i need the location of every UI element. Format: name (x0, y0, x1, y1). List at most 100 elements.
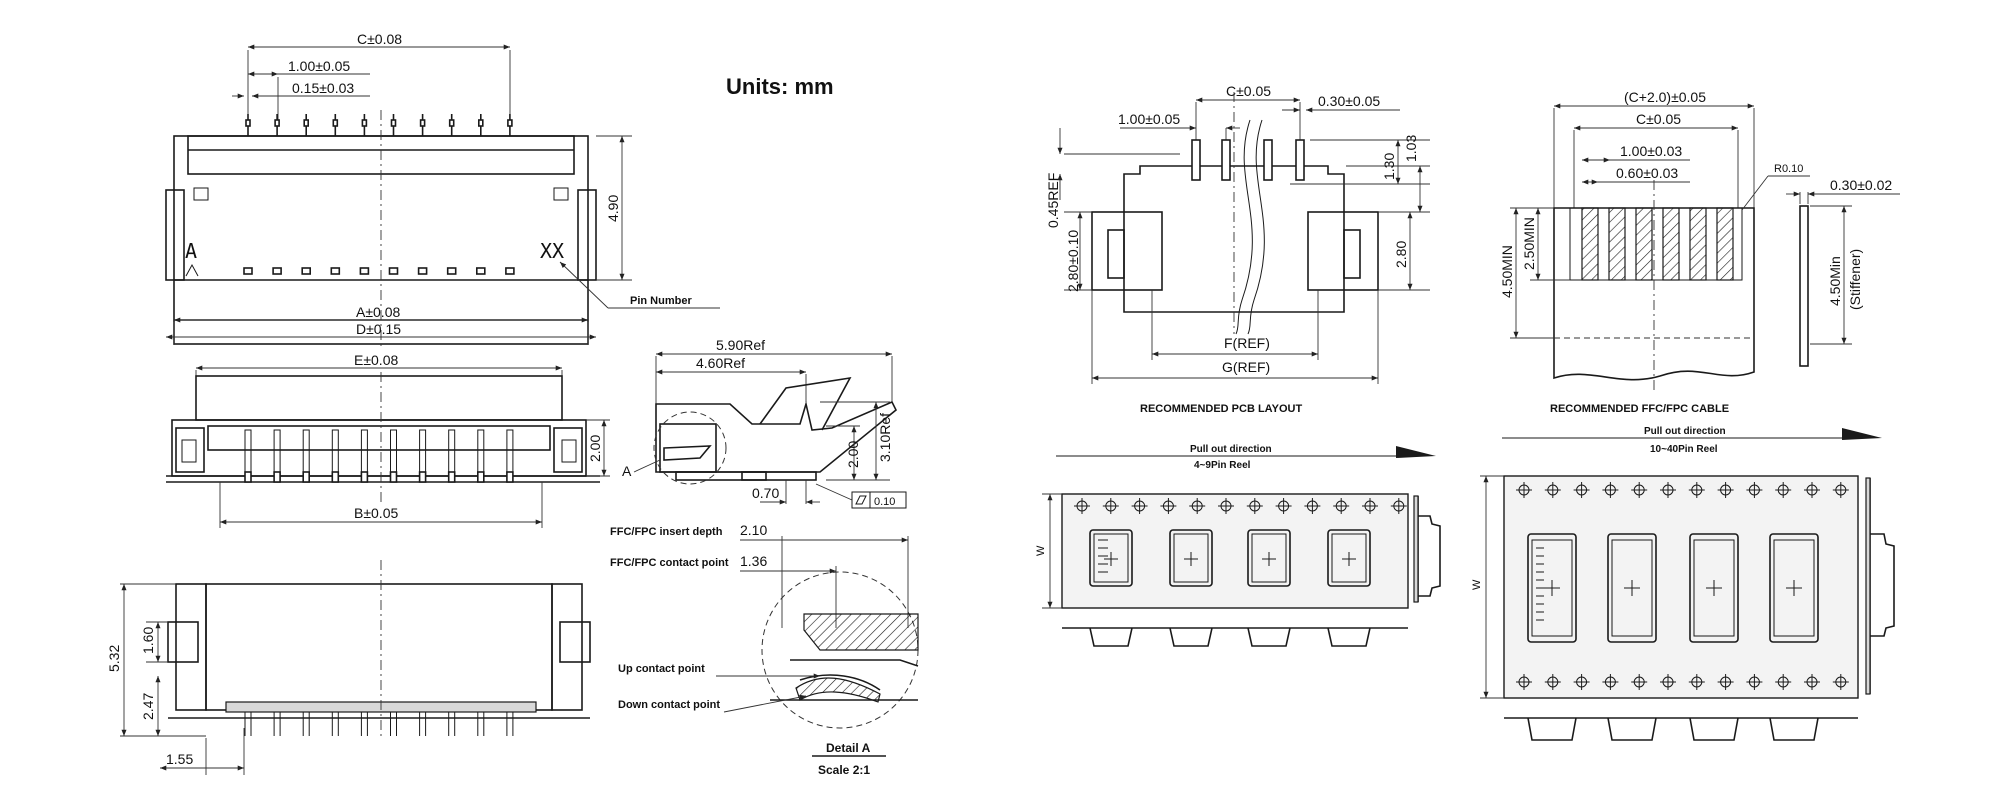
cable-stiffener-label: (Stiffener) (1847, 249, 1863, 310)
pin-tip (361, 119, 368, 127)
pin-slot (477, 429, 485, 475)
pocket-profile (1169, 627, 1213, 647)
contact-point-value: 1.36 (740, 553, 767, 569)
cable-dim-c: C±0.05 (1636, 111, 1681, 127)
pin-foot (273, 471, 281, 483)
pin-contact (330, 267, 341, 275)
component (1531, 539, 1573, 637)
reel-large-profile (1527, 717, 1819, 741)
pin-tip (507, 119, 513, 127)
pocket (1169, 529, 1213, 587)
ffc-cable: (C+2.0)±0.05 C±0.05 1.00±0.03 0.60±0.03 … (1499, 89, 1900, 415)
pin-contact (475, 267, 486, 275)
side-dim-overall: 5.90Ref (716, 337, 765, 353)
front-dim-pin-width: 0.15±0.03 (292, 80, 354, 96)
insert-depth-label: FFC/FPC insert depth (610, 526, 723, 538)
pcb-dim-pad-width: 0.30±0.05 (1318, 93, 1380, 109)
component (1173, 533, 1209, 583)
front-dim-c: C±0.08 (357, 31, 402, 47)
pin-foot (447, 471, 456, 483)
front-dim-height: 4.90 (605, 195, 621, 222)
reel-large-title: 10~40Pin Reel (1650, 444, 1718, 455)
pocket-profile (1327, 627, 1371, 647)
reel-large-width-label: W (1471, 579, 1483, 590)
pcb-layout: C±0.05 1.00±0.05 0.30±0.05 0.45REF 2.80±… (1045, 83, 1430, 415)
pin-last-label: XX (540, 239, 564, 263)
insert-depth-value: 2.10 (740, 522, 767, 538)
pcb-pads (1191, 139, 1305, 181)
pin-slot (273, 429, 281, 475)
down-contact-label: Down contact point (618, 699, 720, 711)
pin-slot (506, 429, 514, 475)
front-pins-bottom (243, 267, 515, 275)
cable-conductors (1581, 207, 1734, 281)
pin-slot (390, 429, 397, 475)
pin-contact (272, 267, 282, 275)
cable-dim-pitch: 1.00±0.03 (1620, 143, 1682, 159)
pin-slot (360, 429, 368, 475)
component (1331, 533, 1367, 583)
pin-tip (245, 119, 251, 127)
bottom-dim-foot: 1.55 (166, 751, 193, 767)
cable-dim-4-50: 4.50MIN (1499, 245, 1515, 298)
pin-slot (331, 429, 339, 475)
pocket-profile (1527, 717, 1577, 741)
pcb-pad (1263, 139, 1273, 181)
pcb-dim-1-30: 1.30 (1381, 153, 1397, 180)
pin-tip (419, 119, 426, 127)
detail-title: Detail A (826, 741, 871, 755)
pin-tip (274, 119, 280, 127)
reel-large-pockets (1527, 533, 1819, 643)
pin-foot (360, 471, 369, 483)
pocket (1769, 533, 1819, 643)
cable-conductor (1689, 207, 1707, 281)
reel-small-pockets (1089, 529, 1371, 587)
pin-foot (244, 471, 252, 483)
pcb-pad (1295, 139, 1305, 181)
top-view: E±0.08 2.00 B±0.05 (166, 352, 610, 528)
pocket-profile (1769, 717, 1819, 741)
pocket-profile (1247, 627, 1291, 647)
top-dim-e: E±0.08 (354, 352, 398, 368)
pcb-dim-pitch: 1.00±0.05 (1118, 111, 1180, 127)
top-dim-height: 2.00 (587, 435, 603, 462)
pin-contact (505, 267, 515, 275)
pin-slot (302, 429, 310, 475)
pocket-profile (1089, 627, 1133, 647)
cable-conductor (1716, 207, 1734, 281)
front-view: C±0.08 1.00±0.05 0.15±0.03 A XX Pin Numb… (165, 31, 720, 350)
cable-dim-thickness: 0.30±0.02 (1830, 177, 1892, 193)
pin-contact (359, 267, 370, 275)
bottom-dim-upper: 1.60 (140, 627, 156, 654)
side-dim-height-ref: 3.10Ref (877, 413, 893, 462)
pcb-caption: RECOMMENDED PCB LAYOUT (1140, 403, 1302, 415)
reel-large: Pull out direction 10~40Pin Reel W (1471, 426, 1895, 741)
pcb-dim-c: C±0.05 (1226, 83, 1271, 99)
pcb-pad (1191, 139, 1201, 181)
pin-foot (506, 471, 514, 483)
bottom-view: 5.32 1.60 2.47 1.55 (106, 560, 591, 775)
detail-scale: Scale 2:1 (818, 763, 870, 777)
pin-slot (448, 429, 456, 475)
component (1251, 533, 1287, 583)
component (1611, 539, 1653, 637)
side-dim-body: 4.60Ref (696, 355, 745, 371)
cable-dim-radius: R0.10 (1774, 163, 1803, 175)
reel-small-profile (1089, 627, 1371, 647)
pin-tip (477, 119, 484, 127)
pocket-profile (1689, 717, 1739, 741)
pin-tip (332, 119, 339, 127)
component (1693, 539, 1735, 637)
cable-conductor (1581, 207, 1599, 281)
pcb-dim-1-03: 1.03 (1403, 135, 1419, 162)
reel-large-sprocket-holes (1516, 482, 1849, 690)
pin-foot (389, 471, 398, 483)
pcb-dim-0-45: 0.45REF (1045, 173, 1061, 228)
pocket-profile (1607, 717, 1657, 741)
pin-tip (448, 119, 455, 127)
pocket (1089, 529, 1133, 587)
component (1773, 539, 1815, 637)
units-label: Units: mm (726, 74, 834, 99)
front-dim-a: A±0.08 (356, 304, 400, 320)
reel-large-direction: Pull out direction (1644, 426, 1726, 437)
